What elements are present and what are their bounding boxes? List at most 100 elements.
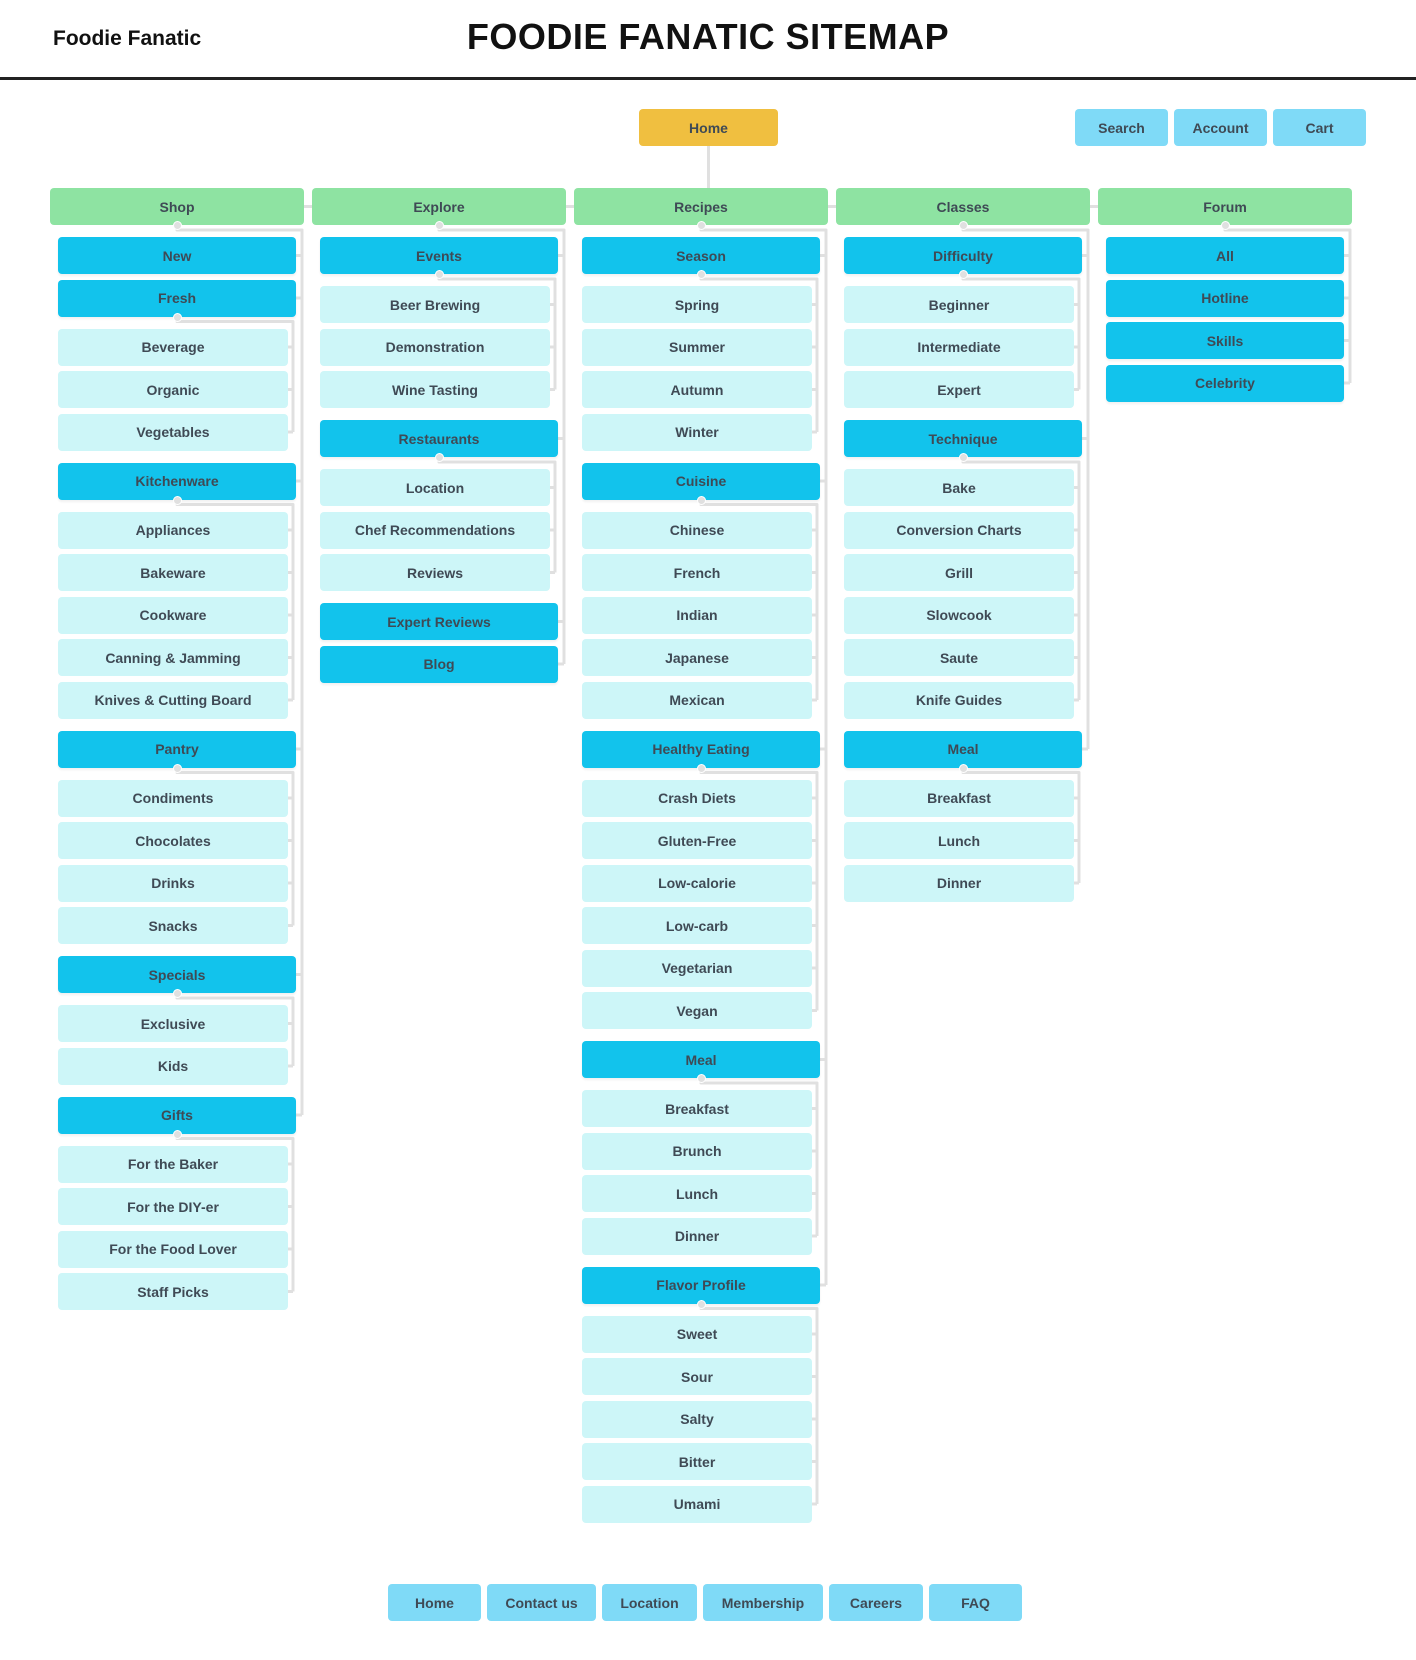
leaf-node-organic[interactable]: Organic bbox=[58, 371, 288, 408]
section-node-blog[interactable]: Blog bbox=[320, 645, 558, 683]
primary-node-shop[interactable]: Shop bbox=[50, 188, 304, 225]
leaf-node-brunch[interactable]: Brunch bbox=[582, 1132, 812, 1170]
leaf-node-chocolates[interactable]: Chocolates bbox=[58, 822, 288, 859]
home-node[interactable]: Home bbox=[639, 109, 778, 146]
leaf-node-slowcook[interactable]: Slowcook bbox=[844, 596, 1074, 634]
leaf-node-knives-cutting-board[interactable]: Knives & Cutting Board bbox=[58, 681, 288, 719]
section-node-cuisine[interactable]: Cuisine bbox=[582, 462, 820, 500]
primary-node-recipes[interactable]: Recipes bbox=[574, 188, 828, 225]
leaf-node-winter[interactable]: Winter bbox=[582, 413, 812, 451]
connector-dot bbox=[697, 270, 706, 279]
leaf-node-lunch[interactable]: Lunch bbox=[844, 822, 1074, 859]
section-node-expert-reviews[interactable]: Expert Reviews bbox=[320, 603, 558, 640]
leaf-node-appliances[interactable]: Appliances bbox=[58, 511, 288, 549]
leaf-node-breakfast[interactable]: Breakfast bbox=[582, 1090, 812, 1127]
leaf-node-low-carb[interactable]: Low-carb bbox=[582, 907, 812, 944]
leaf-node-spring[interactable]: Spring bbox=[582, 286, 812, 323]
leaf-node-french[interactable]: French bbox=[582, 554, 812, 591]
leaf-node-for-the-baker[interactable]: For the Baker bbox=[58, 1145, 288, 1183]
section-node-gifts[interactable]: Gifts bbox=[58, 1096, 296, 1134]
section-node-new[interactable]: New bbox=[58, 237, 296, 274]
leaf-node-gluten-free[interactable]: Gluten-Free bbox=[582, 822, 812, 859]
leaf-node-bake[interactable]: Bake bbox=[844, 469, 1074, 506]
section-node-season[interactable]: Season bbox=[582, 237, 820, 274]
leaf-node-exclusive[interactable]: Exclusive bbox=[58, 1005, 288, 1042]
section-node-technique[interactable]: Technique bbox=[844, 420, 1082, 457]
leaf-node-location[interactable]: Location bbox=[320, 469, 550, 506]
leaf-node-cookware[interactable]: Cookware bbox=[58, 596, 288, 634]
leaf-node-demonstration[interactable]: Demonstration bbox=[320, 328, 550, 366]
leaf-node-crash-diets[interactable]: Crash Diets bbox=[582, 779, 812, 817]
footer-link-faq[interactable]: FAQ bbox=[929, 1584, 1022, 1621]
leaf-node-staff-picks[interactable]: Staff Picks bbox=[58, 1273, 288, 1310]
leaf-node-low-calorie[interactable]: Low-calorie bbox=[582, 864, 812, 902]
leaf-node-autumn[interactable]: Autumn bbox=[582, 371, 812, 408]
leaf-node-drinks[interactable]: Drinks bbox=[58, 864, 288, 902]
leaf-node-vegan[interactable]: Vegan bbox=[582, 992, 812, 1029]
primary-node-classes[interactable]: Classes bbox=[836, 188, 1090, 225]
leaf-node-knife-guides[interactable]: Knife Guides bbox=[844, 681, 1074, 719]
brand-name: Foodie Fanatic bbox=[53, 27, 202, 50]
leaf-node-chef-recommendations[interactable]: Chef Recommendations bbox=[320, 511, 550, 549]
section-node-meal[interactable]: Meal bbox=[582, 1041, 820, 1078]
primary-node-explore[interactable]: Explore bbox=[312, 188, 566, 225]
leaf-node-chinese[interactable]: Chinese bbox=[582, 511, 812, 549]
leaf-node-saute[interactable]: Saute bbox=[844, 639, 1074, 676]
leaf-node-conversion-charts[interactable]: Conversion Charts bbox=[844, 511, 1074, 549]
leaf-node-grill[interactable]: Grill bbox=[844, 554, 1074, 591]
leaf-node-dinner[interactable]: Dinner bbox=[844, 864, 1074, 902]
leaf-node-expert[interactable]: Expert bbox=[844, 371, 1074, 408]
section-node-skills[interactable]: Skills bbox=[1106, 322, 1344, 359]
leaf-node-for-the-diy-er[interactable]: For the DIY-er bbox=[58, 1188, 288, 1225]
section-node-difficulty[interactable]: Difficulty bbox=[844, 237, 1082, 274]
section-node-restaurants[interactable]: Restaurants bbox=[320, 420, 558, 457]
leaf-node-bakeware[interactable]: Bakeware bbox=[58, 554, 288, 591]
footer-link-location[interactable]: Location bbox=[602, 1584, 697, 1621]
section-node-hotline[interactable]: Hotline bbox=[1106, 279, 1344, 317]
utility-link-account[interactable]: Account bbox=[1174, 109, 1267, 146]
leaf-node-umami[interactable]: Umami bbox=[582, 1485, 812, 1523]
section-node-meal[interactable]: Meal bbox=[844, 730, 1082, 768]
leaf-node-beginner[interactable]: Beginner bbox=[844, 286, 1074, 323]
section-node-specials[interactable]: Specials bbox=[58, 956, 296, 993]
leaf-node-bitter[interactable]: Bitter bbox=[582, 1443, 812, 1480]
section-node-pantry[interactable]: Pantry bbox=[58, 730, 296, 768]
leaf-node-kids[interactable]: Kids bbox=[58, 1047, 288, 1085]
section-node-all[interactable]: All bbox=[1106, 237, 1344, 274]
utility-link-cart[interactable]: Cart bbox=[1273, 109, 1366, 146]
leaf-node-for-the-food-lover[interactable]: For the Food Lover bbox=[58, 1230, 288, 1268]
connector-dot bbox=[697, 221, 706, 230]
leaf-node-canning-jamming[interactable]: Canning & Jamming bbox=[58, 639, 288, 676]
section-node-kitchenware[interactable]: Kitchenware bbox=[58, 462, 296, 500]
utility-link-search[interactable]: Search bbox=[1075, 109, 1168, 146]
section-node-events[interactable]: Events bbox=[320, 237, 558, 274]
leaf-node-sweet[interactable]: Sweet bbox=[582, 1315, 812, 1353]
section-node-flavor-profile[interactable]: Flavor Profile bbox=[582, 1266, 820, 1304]
leaf-node-dinner[interactable]: Dinner bbox=[582, 1217, 812, 1255]
section-node-fresh[interactable]: Fresh bbox=[58, 279, 296, 317]
leaf-node-breakfast[interactable]: Breakfast bbox=[844, 779, 1074, 817]
leaf-node-vegetables[interactable]: Vegetables bbox=[58, 413, 288, 451]
leaf-node-mexican[interactable]: Mexican bbox=[582, 681, 812, 719]
section-node-celebrity[interactable]: Celebrity bbox=[1106, 364, 1344, 402]
leaf-node-snacks[interactable]: Snacks bbox=[58, 907, 288, 944]
leaf-node-beer-brewing[interactable]: Beer Brewing bbox=[320, 286, 550, 323]
leaf-node-reviews[interactable]: Reviews bbox=[320, 554, 550, 591]
leaf-node-summer[interactable]: Summer bbox=[582, 328, 812, 366]
footer-link-membership[interactable]: Membership bbox=[703, 1584, 823, 1621]
leaf-node-sour[interactable]: Sour bbox=[582, 1358, 812, 1395]
leaf-node-lunch[interactable]: Lunch bbox=[582, 1175, 812, 1212]
section-node-healthy-eating[interactable]: Healthy Eating bbox=[582, 730, 820, 768]
leaf-node-wine-tasting[interactable]: Wine Tasting bbox=[320, 371, 550, 408]
primary-node-forum[interactable]: Forum bbox=[1098, 188, 1352, 225]
footer-link-contact-us[interactable]: Contact us bbox=[487, 1584, 596, 1621]
leaf-node-salty[interactable]: Salty bbox=[582, 1400, 812, 1438]
footer-link-home[interactable]: Home bbox=[388, 1584, 481, 1621]
footer-link-careers[interactable]: Careers bbox=[829, 1584, 923, 1621]
leaf-node-condiments[interactable]: Condiments bbox=[58, 779, 288, 817]
leaf-node-beverage[interactable]: Beverage bbox=[58, 328, 288, 366]
leaf-node-indian[interactable]: Indian bbox=[582, 596, 812, 634]
leaf-node-japanese[interactable]: Japanese bbox=[582, 639, 812, 676]
leaf-node-vegetarian[interactable]: Vegetarian bbox=[582, 949, 812, 987]
leaf-node-intermediate[interactable]: Intermediate bbox=[844, 328, 1074, 366]
